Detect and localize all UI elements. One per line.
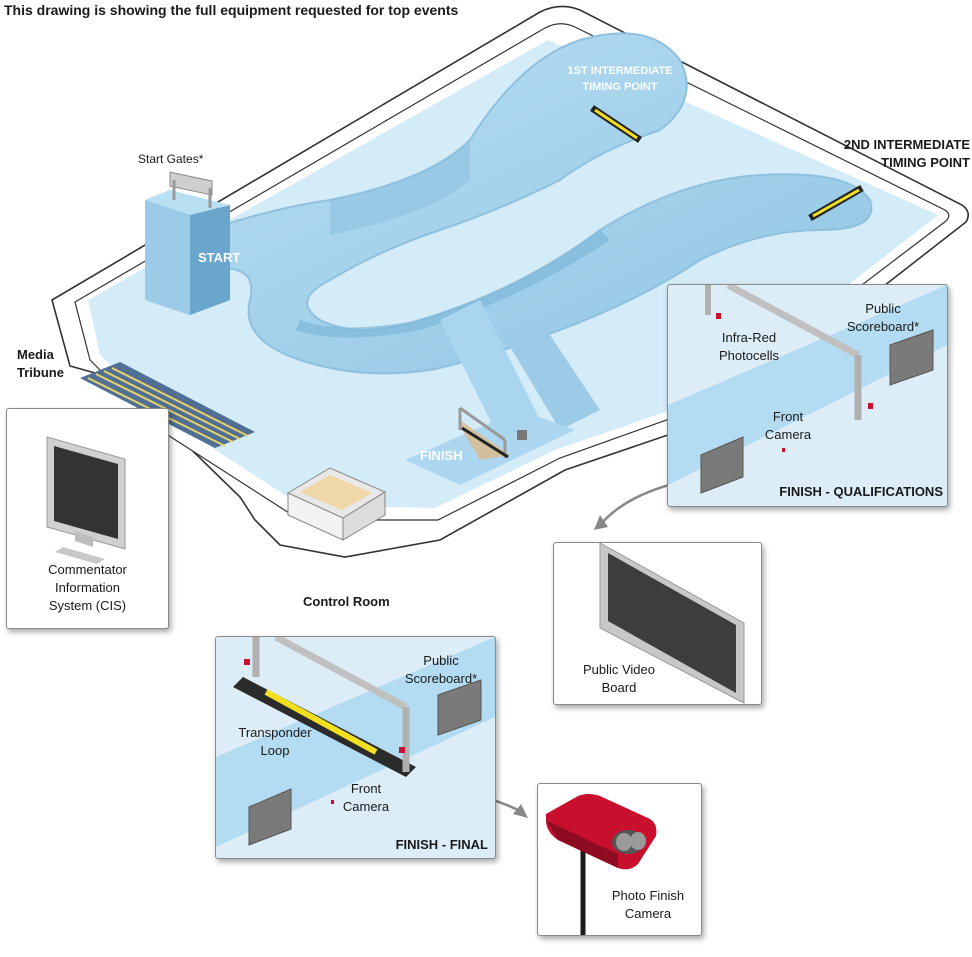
cis-line2: Information: [54, 580, 121, 595]
photocells-label: Infra-Red Photocells: [704, 329, 794, 365]
start-gates: [169, 171, 213, 208]
video-board-icon: [599, 543, 745, 704]
start-building: [145, 190, 230, 315]
start-gates-label: Start Gates*: [138, 152, 204, 166]
ground-pad: [88, 40, 938, 508]
media-tribune-line1: Media: [17, 347, 54, 362]
second-intermediate-label: 2ND INTERMEDIATE TIMING POINT: [840, 136, 970, 172]
final-camera-line2: Camera: [342, 799, 390, 814]
video-board-line1: Public Video: [582, 662, 656, 677]
qual-scoreboard-line2: Scoreboard*: [846, 319, 920, 334]
first-intermediate-line2: TIMING POINT: [582, 81, 658, 93]
video-board-panel: Public Video Board: [553, 542, 762, 705]
cis-line1: Commentator: [48, 562, 127, 577]
transponder-loop-label: Transponder Loop: [230, 724, 320, 760]
photocells-line2: Photocells: [719, 348, 779, 363]
qual-camera-label: Front Camera: [753, 408, 823, 444]
page-title: This drawing is showing the full equipme…: [4, 2, 459, 18]
photo-finish-line2: Camera: [624, 906, 672, 921]
qual-scoreboard-label: Public Scoreboard*: [833, 300, 933, 336]
video-board-label: Public Video Board: [554, 661, 684, 697]
cis-line3: System (CIS): [48, 598, 127, 613]
final-camera-label: Front Camera: [331, 780, 401, 816]
final-scoreboard-line2: Scoreboard*: [404, 671, 478, 686]
media-tribune-label: Media Tribune: [17, 346, 64, 382]
cis-panel: Commentator Information System (CIS): [6, 408, 169, 629]
control-room-label: Control Room: [303, 594, 390, 609]
qual-camera-line1: Front: [772, 409, 804, 424]
finish-label: FINISH: [420, 448, 463, 463]
photo-finish-label: Photo Finish Camera: [593, 887, 701, 923]
final-scoreboard-label: Public Scoreboard*: [391, 652, 491, 688]
control-room: [286, 467, 387, 541]
media-tribune-line2: Tribune: [17, 365, 64, 380]
final-scene: [216, 637, 495, 847]
photocells-line1: Infra-Red: [721, 330, 777, 345]
qualifications-scene: [668, 285, 947, 494]
transponder-loop-line1: Transponder: [238, 725, 312, 740]
transponder-loop-line2: Loop: [260, 743, 290, 758]
cis-label: Commentator Information System (CIS): [7, 561, 168, 615]
final-camera-line1: Front: [350, 781, 382, 796]
qualifications-title: FINISH - QUALIFICATIONS: [779, 484, 943, 499]
photo-finish-line1: Photo Finish: [611, 888, 685, 903]
second-intermediate-line1: 2ND INTERMEDIATE: [843, 137, 970, 152]
final-title: FINISH - FINAL: [395, 837, 488, 852]
monitor-icon: [46, 436, 126, 564]
video-board-line2: Board: [601, 680, 637, 695]
finish-qualifications-panel: Infra-Red Photocells Public Scoreboard* …: [667, 284, 948, 507]
second-intermediate-line2: TIMING POINT: [881, 155, 970, 170]
first-intermediate-line1: 1ST INTERMEDIATE: [567, 65, 673, 77]
qual-scoreboard-line1: Public: [865, 301, 901, 316]
first-intermediate-label: 1ST INTERMEDIATE TIMING POINT: [560, 63, 680, 95]
qual-camera-line2: Camera: [764, 427, 812, 442]
photo-finish-panel: Photo Finish Camera: [537, 783, 702, 936]
course-track: [178, 32, 873, 440]
final-scoreboard-line1: Public: [423, 653, 459, 668]
finish-area: [405, 406, 575, 485]
transponder-loop-marker: [264, 689, 378, 755]
finish-final-panel: Public Scoreboard* Transponder Loop Fron…: [215, 636, 496, 859]
media-tribune: [80, 362, 255, 448]
start-label: START: [198, 250, 241, 265]
photo-finish-camera-icon: [546, 794, 657, 935]
